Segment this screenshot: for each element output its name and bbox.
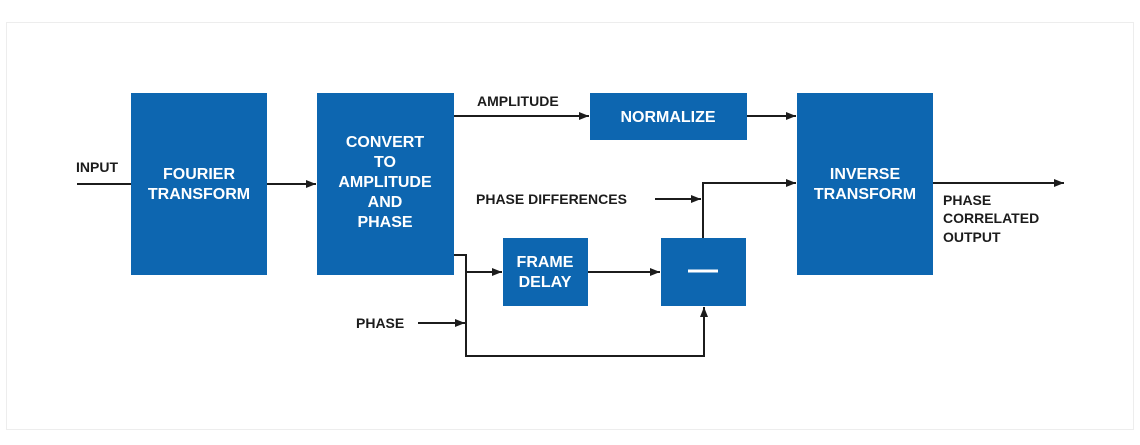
convert-block [317, 93, 454, 275]
inverse-line-2: TRANSFORM [814, 186, 916, 203]
input-label: INPUT [76, 159, 118, 175]
fourier-line-1: FOURIER [163, 166, 235, 183]
convert-line-4: AND [368, 194, 403, 211]
inverse-transform-block [797, 93, 933, 275]
subtract-symbol: — [688, 253, 718, 286]
frame-delay-line-2: DELAY [519, 274, 572, 291]
fourier-transform-block [131, 93, 267, 275]
convert-line-1: CONVERT [346, 134, 424, 151]
subtract-block [661, 238, 746, 306]
phase-differences-label: PHASE DIFFERENCES [476, 191, 627, 207]
phase-to-frame-delay-arrow [454, 254, 502, 276]
normalize-label: NORMALIZE [620, 109, 715, 126]
frame-delay-line-1: FRAME [517, 254, 574, 271]
normalize-block [590, 93, 747, 140]
convert-line-3: AMPLITUDE [338, 174, 432, 191]
phase-to-subtract-arrow [465, 272, 708, 357]
output-label-line-1: PHASE [943, 192, 991, 208]
convert-line-5: PHASE [357, 214, 412, 231]
inverse-line-1: INVERSE [830, 166, 901, 183]
amplitude-label: AMPLITUDE [477, 93, 559, 109]
subtract-to-inverse-arrow [702, 179, 796, 238]
phase-label: PHASE [356, 315, 404, 331]
convert-line-2: TO [374, 154, 396, 171]
fourier-line-2: TRANSFORM [148, 186, 250, 203]
output-label-line-2: CORRELATED [943, 210, 1039, 226]
output-label-line-3: OUTPUT [943, 229, 1001, 245]
frame-delay-block [503, 238, 588, 306]
